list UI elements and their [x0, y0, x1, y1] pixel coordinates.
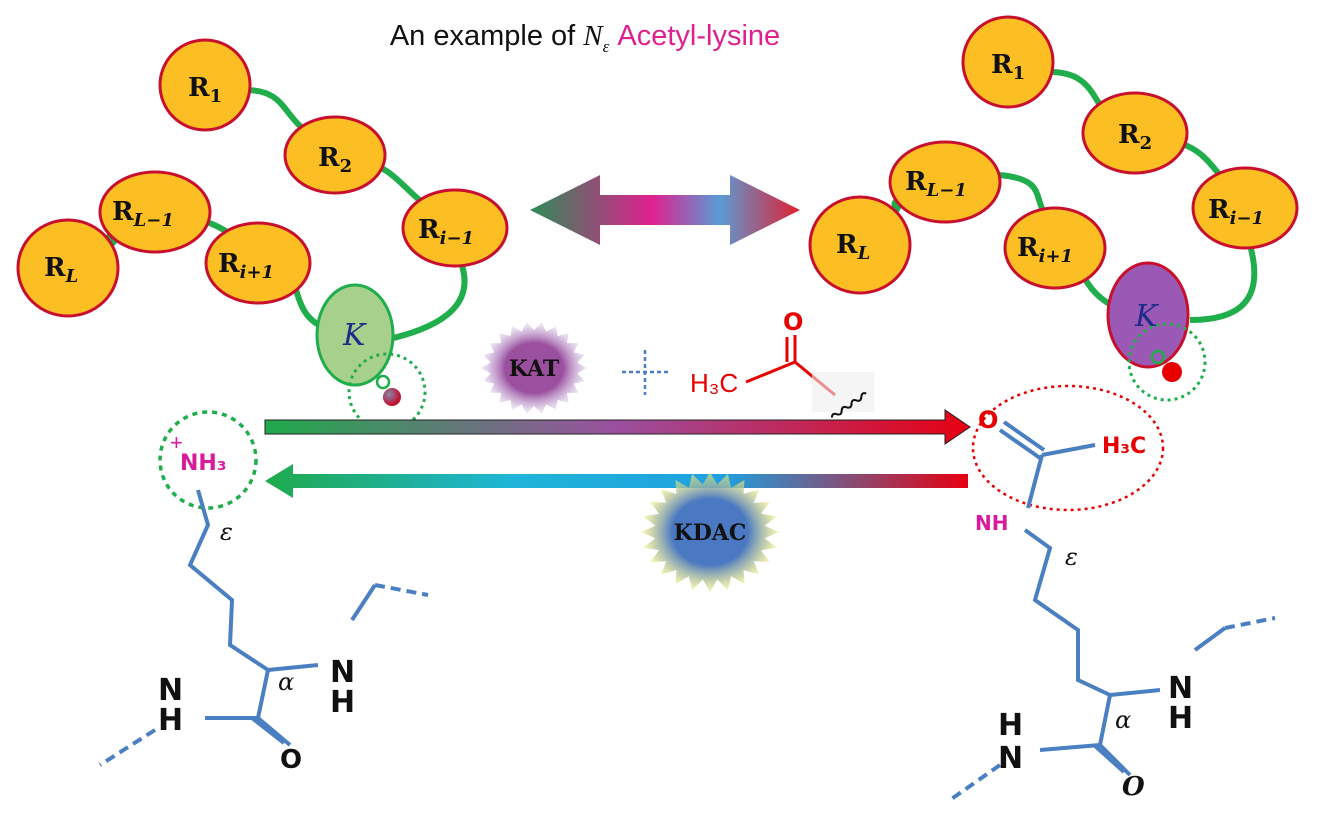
alpha-n-right: N	[1168, 671, 1193, 706]
residue-r2-right	[1081, 91, 1189, 175]
residue-r1-right	[961, 15, 1055, 109]
right-acetyllysine-structure: O H₃C NH ε α N H H N O	[948, 384, 1276, 802]
alpha-h-left: H	[330, 685, 355, 720]
left-protein: R1 R2 Ri−1 RL−1 RL Ri+1 K	[16, 38, 509, 432]
acetyl-group-reagent: H₃C O	[690, 308, 874, 418]
residue-r-i-minus-1	[401, 188, 509, 268]
title-prefix: An example of	[389, 20, 576, 52]
reagent-h3c-text: H₃C	[690, 368, 738, 398]
label-lysine-left: K	[342, 318, 367, 353]
reverse-deacetylation-arrow	[265, 464, 968, 498]
chain-link	[1189, 244, 1258, 323]
wavy-bond-icon	[830, 392, 867, 418]
alpha-label-left: α	[278, 668, 294, 696]
ammonium-highlight	[158, 410, 258, 510]
residue-r-i-minus-1-right	[1191, 166, 1299, 250]
wavy-bond-bg	[812, 372, 874, 412]
carbonyl-o-right: O	[1122, 772, 1145, 802]
title-highlight: Acetyl-lysine	[617, 20, 781, 52]
amide-n-left: N	[158, 673, 183, 708]
chain-link	[384, 258, 468, 343]
kdac-enzyme: KDAC	[641, 472, 779, 592]
kdac-label: KDAC	[674, 520, 747, 546]
label-r-i-minus-1-right: Ri−1	[1208, 195, 1264, 229]
epsilon-label-left: ε	[220, 518, 233, 546]
reagent-o: O	[783, 308, 803, 336]
double-headed-gradient-arrow	[530, 175, 800, 245]
residue-r-i-plus-1	[204, 221, 312, 305]
n-epsilon-symbol: Nε	[583, 20, 610, 56]
label-r-l-right: RL	[836, 230, 870, 264]
label-r-i-minus-1: Ri−1	[418, 215, 474, 249]
dotted-highlight-right	[1127, 322, 1207, 402]
label-r-i-plus-1-right: Ri+1	[1017, 233, 1073, 267]
alpha-label-right: α	[1115, 706, 1131, 734]
residue-r-l-right	[808, 195, 912, 295]
carbonyl-o-left: O	[280, 745, 302, 775]
lysine-unmodified	[315, 283, 395, 387]
epsilon-label-right: ε	[1065, 543, 1078, 571]
acetyl-ball-right	[1162, 362, 1182, 382]
label-r-i-plus-1: Ri+1	[218, 249, 274, 283]
amide-nh-right: NH	[975, 511, 1008, 535]
label-r-l-minus-1: RL−1	[112, 197, 174, 231]
residue-r1	[158, 38, 252, 132]
label-r2: R2	[318, 143, 352, 177]
acetyl-methyl-right: H₃C	[1102, 434, 1146, 459]
kat-enzyme: KAT	[481, 322, 587, 414]
label-r2-right: R2	[1118, 120, 1152, 154]
amide-n-right: N	[998, 741, 1023, 776]
kdac-burst-icon	[641, 472, 779, 592]
lysine-acetylated	[1106, 261, 1190, 369]
kat-label: KAT	[509, 356, 560, 382]
alpha-n-left: N	[330, 655, 355, 690]
plus-sign	[622, 350, 670, 395]
amide-h-left: H	[158, 703, 183, 738]
label-r1: R1	[188, 73, 222, 107]
residue-r-i-plus-1-right	[1003, 206, 1107, 290]
kat-burst-icon	[481, 322, 587, 414]
label-r-l: RL	[44, 253, 78, 287]
ammonium-charge: +	[170, 430, 183, 455]
left-lysine-structure: + NH₃ ε α N H N H O	[98, 410, 429, 775]
alpha-h-right: H	[1168, 701, 1193, 736]
right-protein: R1 R2 Ri−1 RL−1 RL Ri+1 K	[808, 15, 1299, 402]
attachment-point	[375, 374, 391, 390]
acetyl-o-right: O	[978, 406, 998, 434]
attachment-point	[1150, 349, 1166, 365]
forward-acetylation-arrow	[264, 409, 971, 445]
label-r1-right: R1	[991, 50, 1025, 84]
dotted-highlight-left	[347, 352, 427, 432]
acetyl-ball-left	[383, 388, 401, 406]
ammonium-label: NH₃	[180, 451, 226, 476]
residue-r2	[283, 115, 387, 195]
label-r-l-minus-1-right: RL−1	[905, 167, 967, 201]
diagram-title: An example of Nε Acetyl-lysine	[0, 20, 1170, 57]
acetyl-highlight	[971, 384, 1165, 512]
label-lysine-right: K	[1134, 299, 1159, 334]
residue-r-l-minus-1	[98, 170, 212, 254]
residue-r-l-minus-1-right	[888, 140, 1002, 224]
residue-r-l	[16, 218, 120, 318]
amide-h-right: H	[998, 708, 1023, 743]
